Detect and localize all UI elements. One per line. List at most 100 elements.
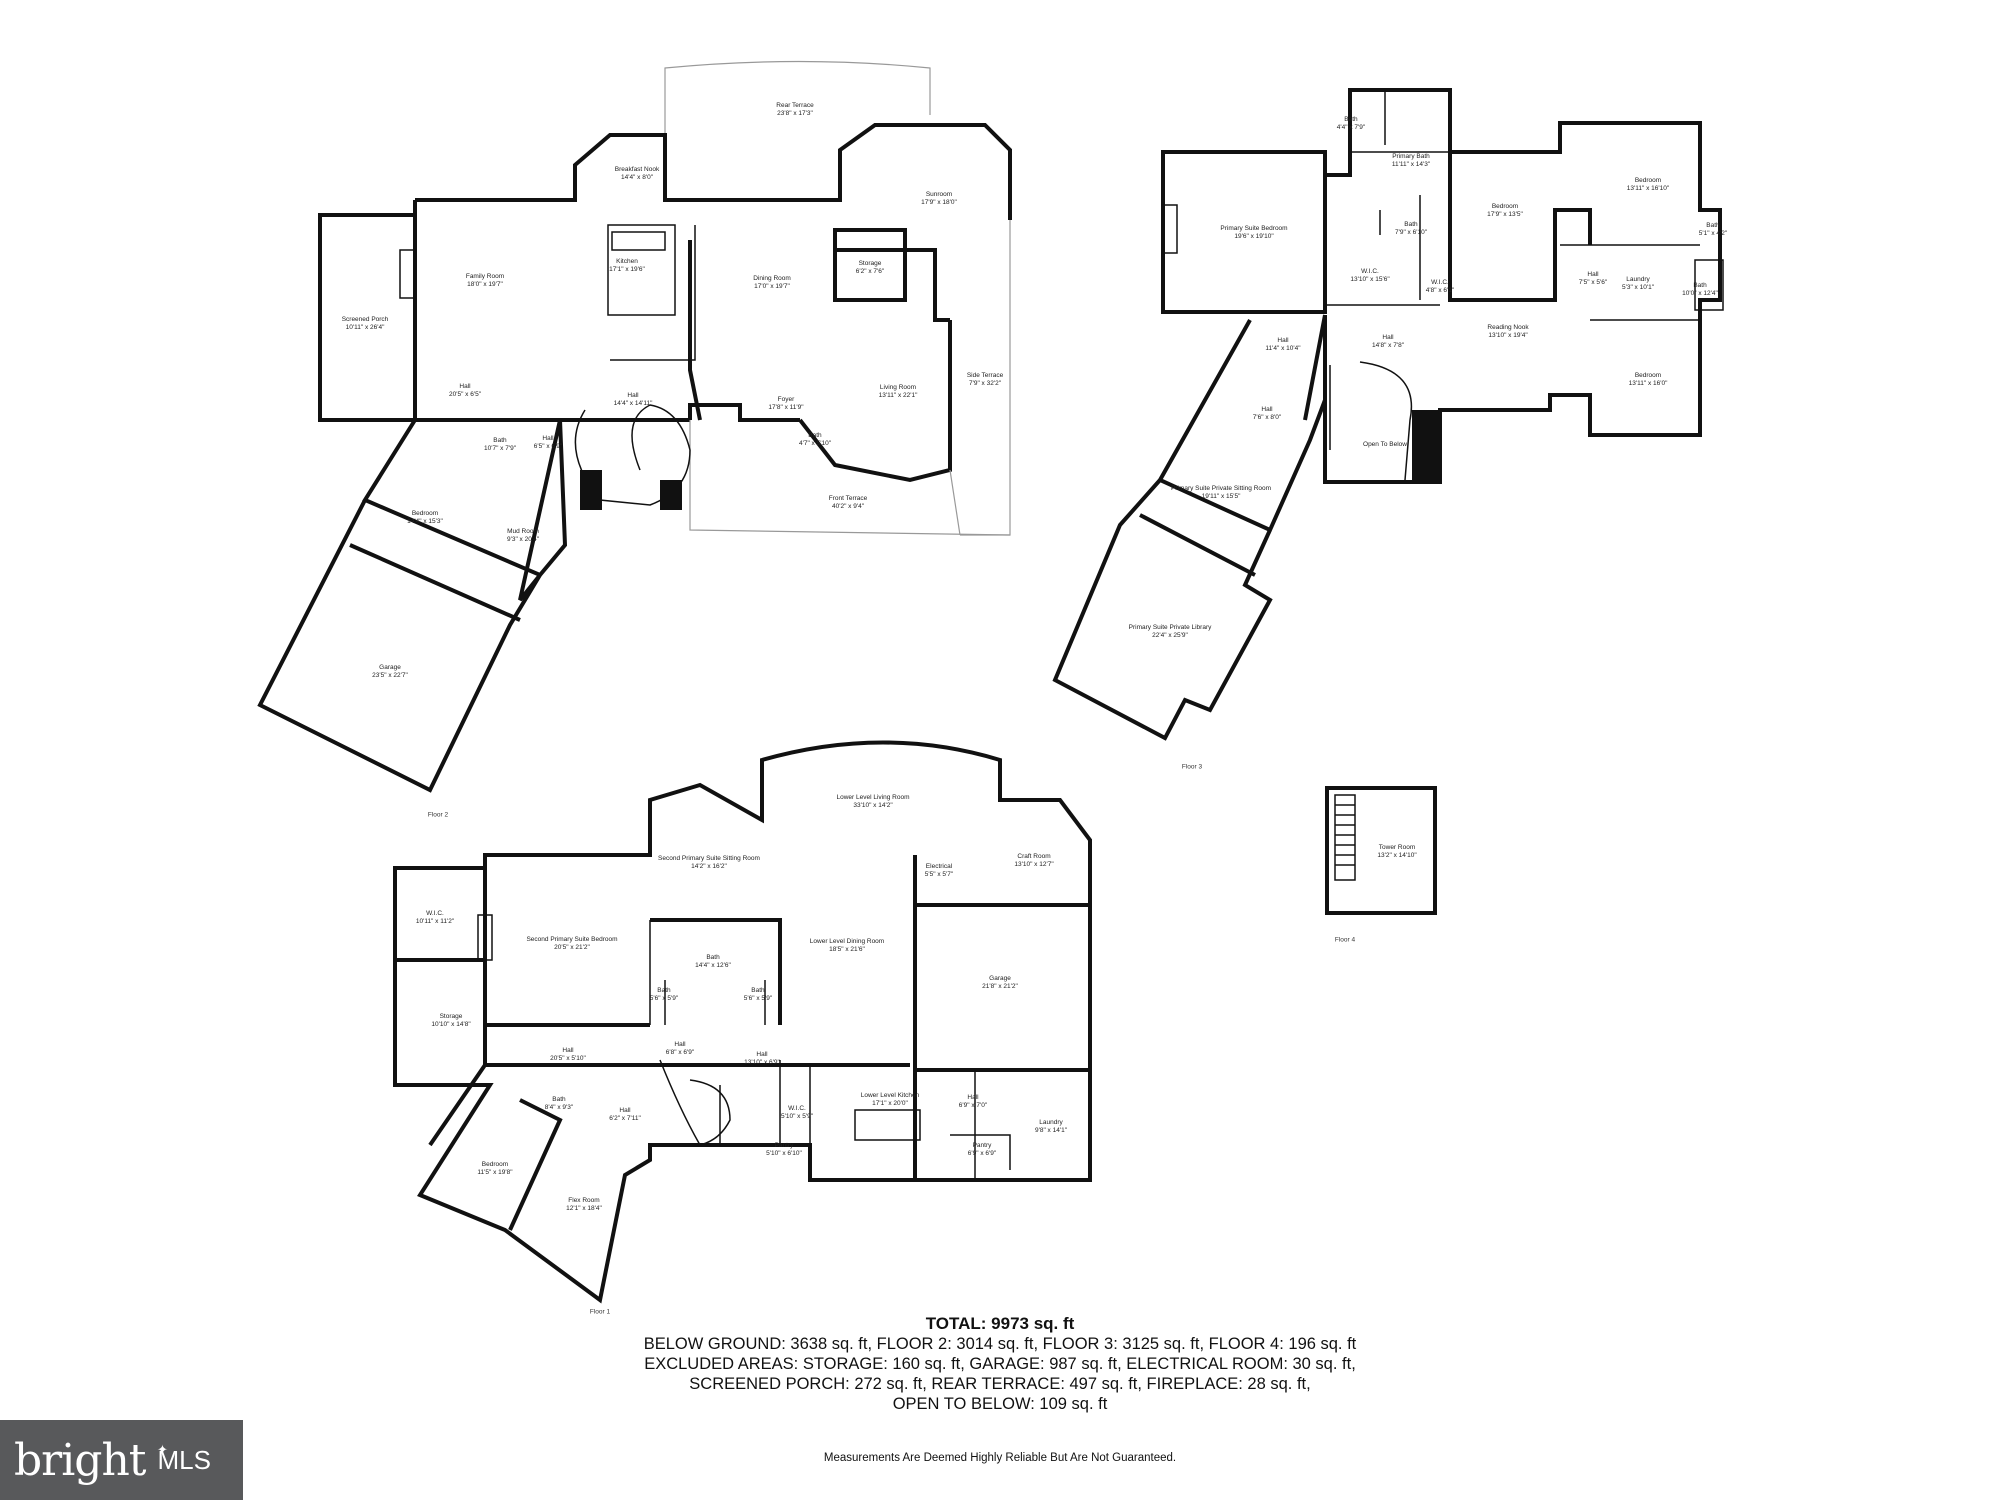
stair-floor-3-block — [1412, 410, 1440, 482]
open-to-below-stair — [1329, 361, 1413, 481]
stair-floor-1 — [659, 1059, 731, 1146]
fireplace-floor-2 — [399, 249, 416, 299]
kitchen-island — [607, 224, 676, 316]
floor-3-main-walls — [1161, 88, 1722, 484]
storage-room-walls — [833, 228, 907, 302]
bright-mls-logo: bright MLS ✦ — [0, 1420, 243, 1500]
logo-dot-icon: ✦ — [157, 1442, 168, 1457]
floor-label: Floor 4 — [1334, 936, 1356, 944]
room-label: W.I.C.13'10" x 15'6" — [1350, 268, 1390, 283]
screened-porch-outline — [318, 213, 415, 420]
floor-1-thin-walls — [649, 920, 1011, 1180]
tower-stair — [1334, 794, 1356, 881]
floor-1-plan — [393, 740, 1092, 1304]
logo-suffix: MLS — [157, 1444, 211, 1475]
floor-label: Floor 3 — [1181, 763, 1203, 771]
totals-line: SCREENED PORCH: 272 sq. ft, REAR TERRACE… — [689, 1375, 1311, 1393]
stair-floor-2 — [574, 404, 691, 506]
floor-label: Floor 2 — [427, 811, 449, 819]
tower-room-walls — [1325, 786, 1437, 915]
room-label: W.I.C.10'11" x 11'2" — [415, 910, 455, 925]
garage-divider — [349, 543, 521, 622]
room-label: W.I.C.5'10" x 5'9" — [780, 1105, 814, 1120]
floor-1-interior-walls — [395, 855, 1090, 1231]
total-headline: TOTAL: 9973 sq. ft — [925, 1314, 1075, 1333]
floor-2-plan — [257, 60, 1012, 793]
area-totals: TOTAL: 9973 sq. ft BELOW GROUND: 3638 sq… — [0, 1314, 2000, 1414]
kitchen-counter — [610, 225, 696, 361]
totals-line: EXCLUDED AREAS: STORAGE: 160 sq. ft, GAR… — [644, 1355, 1356, 1373]
floor-3-interior-walls — [1325, 90, 1700, 321]
floor-2-main-walls — [318, 123, 1012, 483]
stair-landing-block — [580, 470, 602, 510]
tub-floor-3 — [1694, 259, 1724, 311]
logo-brand: bright — [14, 1434, 146, 1486]
rear-terrace-outline — [664, 60, 931, 135]
totals-line: OPEN TO BELOW: 109 sq. ft — [892, 1395, 1108, 1413]
floor-3-wing-walls — [1052, 314, 1327, 741]
room-label: W.I.C.4'8" x 6'1" — [1425, 279, 1455, 294]
stair-landing-block — [660, 480, 682, 510]
disclaimer: Measurements Are Deemed Highly Reliable … — [823, 1452, 1177, 1464]
floor-1-main-walls — [393, 740, 1092, 1304]
floor-4-plan — [1325, 786, 1437, 915]
floor-2-wing-walls — [257, 418, 568, 793]
totals-line: BELOW GROUND: 3638 sq. ft, FLOOR 2: 3014… — [643, 1335, 1357, 1353]
floor-3-plan — [1052, 88, 1724, 741]
